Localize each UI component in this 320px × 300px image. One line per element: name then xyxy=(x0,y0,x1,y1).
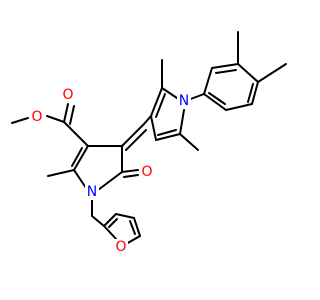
bond-aryl-c4-c5-double xyxy=(247,83,254,103)
bond-pyrrole-c5-c4 xyxy=(155,133,181,141)
bond-aryl-c6-c1-double xyxy=(208,92,226,105)
molecule-svg: O O N O O N xyxy=(11,31,287,255)
bond-pyrrole-c5-methyl xyxy=(179,133,199,151)
bond-ester-o-ch xyxy=(46,115,65,123)
bond-ester-methyl xyxy=(11,117,29,124)
bond-pyrrole-c4-c3 xyxy=(150,115,157,141)
atom-label-furan-o: O xyxy=(115,239,126,255)
bond-aryl-c4-methyl xyxy=(257,63,287,83)
bond-pyrrole-c3-c2-double xyxy=(155,93,166,118)
bond-ch2-furan xyxy=(91,215,105,227)
bond-carbonyl-1 xyxy=(121,169,139,173)
bond-ring1-c2-n xyxy=(73,169,87,189)
bond-furan-c5-c4 xyxy=(133,217,141,237)
atom-label-ester-o-double: O xyxy=(62,87,73,103)
bond-ring1-c2-methyl xyxy=(47,169,75,177)
bond-aryl-c2-c3 xyxy=(211,63,239,69)
bond-ester-c-o-double-1 xyxy=(63,103,69,123)
bond-exo-double-1 xyxy=(121,123,145,147)
bond-furan-c2-o xyxy=(103,225,118,241)
bond-aryl-c5-c6 xyxy=(225,103,253,111)
bond-aryl-c4-c5 xyxy=(251,81,259,105)
bond-ring1-c3-c2-double xyxy=(71,147,83,167)
bond-exo-double-2 xyxy=(125,129,147,151)
bond-ring1-n-c5 xyxy=(97,171,123,191)
bond-exo-to-pyrrole xyxy=(143,115,152,125)
bond-pyrrole-c5-c4-double xyxy=(157,129,177,136)
bond-ester-c-o-double-2 xyxy=(69,105,75,125)
bond-pyrrole-c3-c2 xyxy=(150,87,163,117)
bond-furan-o-c5 xyxy=(125,235,141,245)
bond-furan-c3-c2-double xyxy=(108,218,118,228)
bond-ring1-c3-c2-single xyxy=(73,145,89,171)
structure-diagram: O O N O O N xyxy=(11,31,287,255)
bond-aryl-c2-c3-double xyxy=(215,69,237,74)
atom-label-ester-o-single: O xyxy=(31,109,42,125)
atom-label-carbonyl-o: O xyxy=(141,164,152,180)
bond-carbonyl-2 xyxy=(123,174,139,178)
atom-label-pyrrolinone-n: N xyxy=(87,184,97,200)
atom-label-pyrrole-n: N xyxy=(179,93,189,109)
bond-pyrrole-n-c5 xyxy=(179,109,185,135)
bond-aryl-c3-c4 xyxy=(237,63,259,83)
bond-furan-c3-c2 xyxy=(103,213,117,227)
bond-ester-c-ring xyxy=(63,121,89,147)
bond-furan-c4-c3 xyxy=(115,213,135,219)
bond-aryl-c6-c1 xyxy=(203,93,227,111)
bond-aryl-c1-c2 xyxy=(203,67,213,95)
bond-furan-c5-c4-double xyxy=(129,220,136,235)
